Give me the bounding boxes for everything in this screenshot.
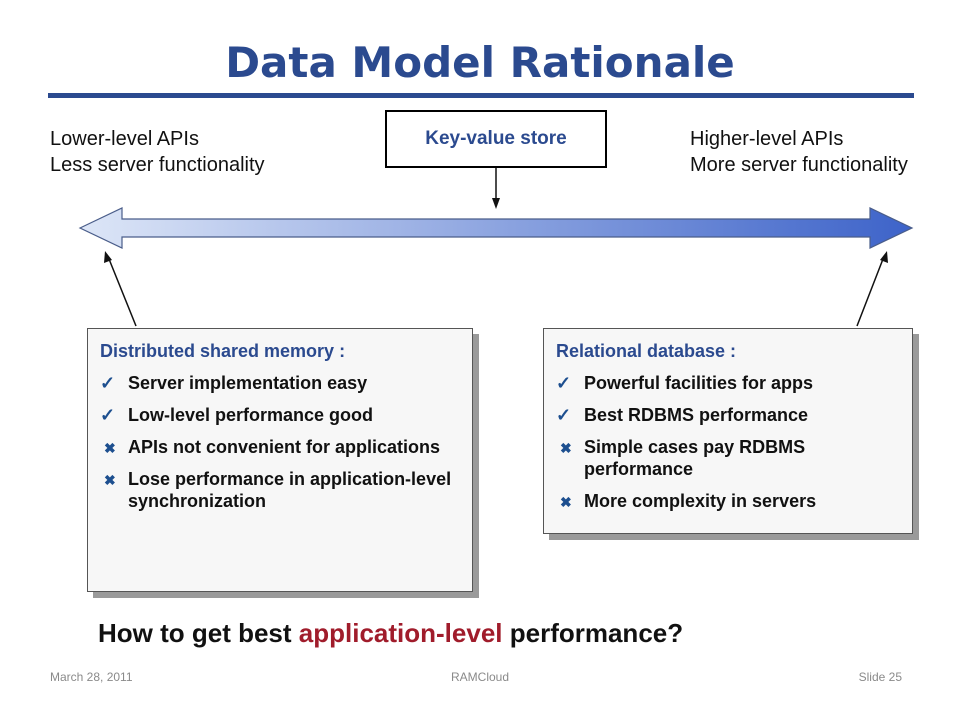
footer-title: RAMCloud <box>450 670 510 684</box>
left-item-2: ✓ Low-level performance good <box>100 404 462 426</box>
right-item-2: ✓ Best RDBMS performance <box>556 404 902 426</box>
cross-icon: ✖ <box>104 472 116 488</box>
left-item-3-text: APIs not convenient for applications <box>128 437 441 457</box>
question-part-1: How to get best <box>98 618 299 648</box>
left-item-1-text: Server implementation easy <box>128 373 368 393</box>
right-item-3: ✖ Simple cases pay RDBMS performance <box>556 436 902 480</box>
right-label-line2: More server functionality <box>690 154 908 176</box>
check-icon: ✓ <box>556 373 572 393</box>
right-item-4: ✖ More complexity in servers <box>556 490 902 512</box>
kv-pointer-head <box>492 198 500 209</box>
closing-question: How to get best application-level perfor… <box>98 618 683 649</box>
footer-slide-number: Slide 25 <box>858 670 902 684</box>
right-panel-title: Relational database : <box>556 341 737 361</box>
left-pointer-line <box>108 258 137 327</box>
check-icon: ✓ <box>100 405 116 425</box>
right-item-1: ✓ Powerful facilities for apps <box>556 372 902 394</box>
left-spectrum-label: Lower-level APIs Less server functionali… <box>50 126 265 178</box>
left-panel: Distributed shared memory : ✓ Server imp… <box>87 328 473 592</box>
right-spectrum-label: Higher-level APIs More server functional… <box>690 126 908 178</box>
double-arrow-spectrum <box>78 207 914 249</box>
right-panel: Relational database : ✓ Powerful facilit… <box>543 328 913 534</box>
left-item-2-text: Low-level performance good <box>128 405 374 425</box>
left-pointer-head <box>104 251 112 263</box>
right-pointer-line <box>856 258 884 327</box>
left-item-1: ✓ Server implementation easy <box>100 372 462 394</box>
right-item-4-text: More complexity in servers <box>584 491 817 511</box>
footer-date: March 28, 2011 <box>50 670 133 684</box>
left-item-4: ✖ Lose performance in application-level … <box>100 468 462 512</box>
key-value-store-box: Key-value store <box>385 110 607 168</box>
left-item-4-text: Lose performance in application-level sy… <box>128 469 452 511</box>
check-icon: ✓ <box>556 405 572 425</box>
right-item-1-text: Powerful facilities for apps <box>584 373 814 393</box>
title-rule <box>48 93 914 98</box>
right-item-2-text: Best RDBMS performance <box>584 405 809 425</box>
question-part-2: performance? <box>502 618 684 648</box>
left-label-line2: Less server functionality <box>50 154 265 176</box>
cross-icon: ✖ <box>560 440 572 456</box>
right-pointer-head <box>880 251 888 263</box>
cross-icon: ✖ <box>560 494 572 510</box>
cross-icon: ✖ <box>104 440 116 456</box>
question-highlight: application-level <box>298 618 503 648</box>
check-icon: ✓ <box>100 373 116 393</box>
right-label-line1: Higher-level APIs <box>690 128 844 150</box>
slide-title: Data Model Rationale <box>225 38 735 87</box>
left-item-3: ✖ APIs not convenient for applications <box>100 436 462 458</box>
right-item-3-text: Simple cases pay RDBMS performance <box>584 437 806 479</box>
left-panel-title: Distributed shared memory : <box>100 341 346 361</box>
left-label-line1: Lower-level APIs <box>50 128 199 150</box>
